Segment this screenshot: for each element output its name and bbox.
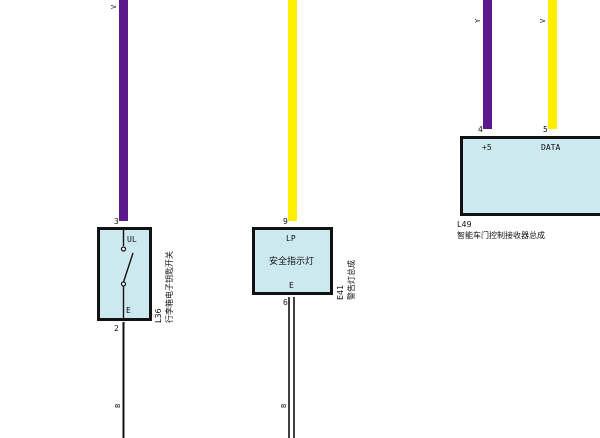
lamp-label-center: 安全指示灯 — [269, 255, 314, 267]
receiver-label-b: DATA — [541, 143, 560, 152]
wire-code-4: B — [114, 404, 122, 408]
switch-contact-bottom-icon — [120, 281, 127, 287]
lamp-label-bottom: E — [289, 281, 294, 290]
wire-code-2: Y — [474, 18, 482, 23]
switch-ref: L36 — [154, 308, 163, 323]
receiver-component: 4 5 +5 DATA L49 智能车门控制接收器总成 — [457, 125, 600, 240]
switch-component: 3 2 UL E L36 行李箱电子钥匙开关 — [97, 217, 174, 333]
wire-code-3: V — [539, 18, 547, 23]
lamp-box — [252, 227, 333, 295]
receiver-pin-b: 5 — [543, 125, 548, 134]
lamp-ref: E41 — [336, 285, 345, 300]
switch-name: 行李箱电子钥匙开关 — [164, 251, 174, 323]
receiver-label-a: +5 — [482, 143, 492, 152]
receiver-name: 智能车门控制接收器总成 — [457, 230, 545, 240]
switch-pin-bottom: 2 — [114, 324, 119, 333]
lamp-pin-top: 9 — [283, 217, 288, 226]
wire-yellow-receiver — [548, 0, 557, 129]
wire-ground-lamp — [288, 297, 295, 438]
receiver-ref: L49 — [457, 220, 472, 229]
switch-box — [97, 227, 152, 321]
switch-label-bottom: E — [126, 306, 131, 315]
lamp-component: 9 6 LP 安全指示灯 E E41 警告灯总成 — [252, 217, 356, 307]
lamp-label-top: LP — [286, 234, 296, 243]
wire-code-5: B — [280, 404, 288, 408]
receiver-pin-a: 4 — [478, 125, 483, 134]
switch-label-top: UL — [127, 235, 137, 244]
wire-code-1: V — [110, 4, 118, 9]
switch-contact-top-icon — [120, 246, 127, 252]
switch-blade-icon — [122, 252, 134, 283]
receiver-box — [460, 136, 600, 216]
lamp-pin-bottom: 6 — [283, 298, 288, 307]
lamp-name: 警告灯总成 — [346, 260, 356, 300]
wire-violet-switch — [119, 0, 128, 221]
switch-pin-top: 3 — [114, 217, 119, 226]
wire-violet-receiver — [483, 0, 492, 129]
wire-yellow-lamp — [288, 0, 297, 221]
